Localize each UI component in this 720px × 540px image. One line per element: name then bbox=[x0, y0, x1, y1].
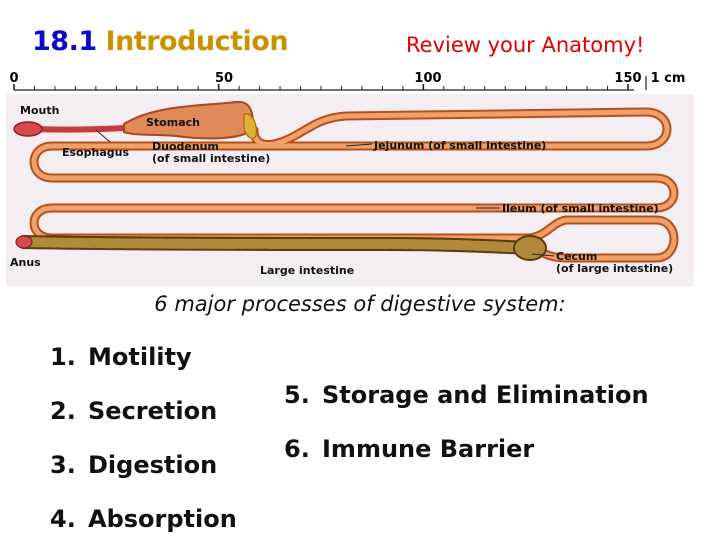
section-title: Introduction bbox=[105, 26, 289, 57]
label-esophagus: Esophagus bbox=[62, 146, 129, 159]
process-number: 1. bbox=[50, 343, 76, 371]
label-ileum: Ileum (of small intestine) bbox=[502, 202, 659, 215]
process-label: Immune Barrier bbox=[322, 435, 535, 463]
label-cecum: Cecum bbox=[556, 250, 597, 263]
ruler-ticks bbox=[13, 84, 629, 90]
label-duodenum: Duodenum bbox=[152, 140, 219, 153]
process-item: 2. Secretion bbox=[50, 397, 217, 425]
label-duodenum-note: (of small intestine) bbox=[152, 152, 270, 165]
pancreas-shape bbox=[243, 113, 257, 139]
slide-title: 18.1 Introduction bbox=[32, 26, 289, 57]
length-ruler: 0 50 100 150 1 cm bbox=[9, 71, 686, 91]
ruler-label-0: 0 bbox=[9, 71, 18, 86]
process-number: 2. bbox=[50, 397, 76, 425]
ruler-unit-label: 1 cm bbox=[651, 71, 686, 86]
small-intestine bbox=[29, 107, 679, 263]
process-label: Absorption bbox=[88, 505, 237, 533]
ruler-label-50: 50 bbox=[215, 71, 233, 86]
label-jejunum: Jejunum (of small intestine) bbox=[373, 139, 546, 152]
label-cecum-note: (of large intestine) bbox=[556, 262, 673, 275]
process-number: 6. bbox=[284, 435, 310, 463]
digestive-tract-illustration: Mouth Esophagus Stomach Duodenum (of sma… bbox=[6, 94, 694, 286]
processes-heading: 6 major processes of digestive system: bbox=[154, 292, 566, 316]
process-label: Secretion bbox=[88, 397, 218, 425]
review-heading: Review your Anatomy! bbox=[406, 33, 645, 57]
process-item: 1. Motility bbox=[50, 343, 192, 371]
process-label: Storage and Elimination bbox=[322, 381, 649, 409]
process-number: 5. bbox=[284, 381, 310, 409]
process-number: 4. bbox=[50, 505, 76, 533]
label-stomach: Stomach bbox=[146, 116, 200, 129]
ruler-label-150: 150 bbox=[614, 71, 641, 86]
large-intestine bbox=[15, 235, 547, 261]
mouth-esophagus bbox=[13, 121, 125, 137]
ruler-label-100: 100 bbox=[414, 71, 441, 86]
process-item: 3. Digestion bbox=[50, 451, 217, 479]
process-item: 6. Immune Barrier bbox=[284, 435, 534, 463]
process-item: 5. Storage and Elimination bbox=[284, 381, 649, 409]
process-label: Digestion bbox=[88, 451, 218, 479]
process-number: 3. bbox=[50, 451, 76, 479]
label-anus: Anus bbox=[10, 256, 41, 269]
section-number: 18.1 bbox=[32, 26, 97, 57]
process-item: 4. Absorption bbox=[50, 505, 237, 533]
label-mouth: Mouth bbox=[20, 104, 59, 117]
process-label: Motility bbox=[88, 343, 192, 371]
label-large-intestine: Large intestine bbox=[260, 264, 354, 277]
